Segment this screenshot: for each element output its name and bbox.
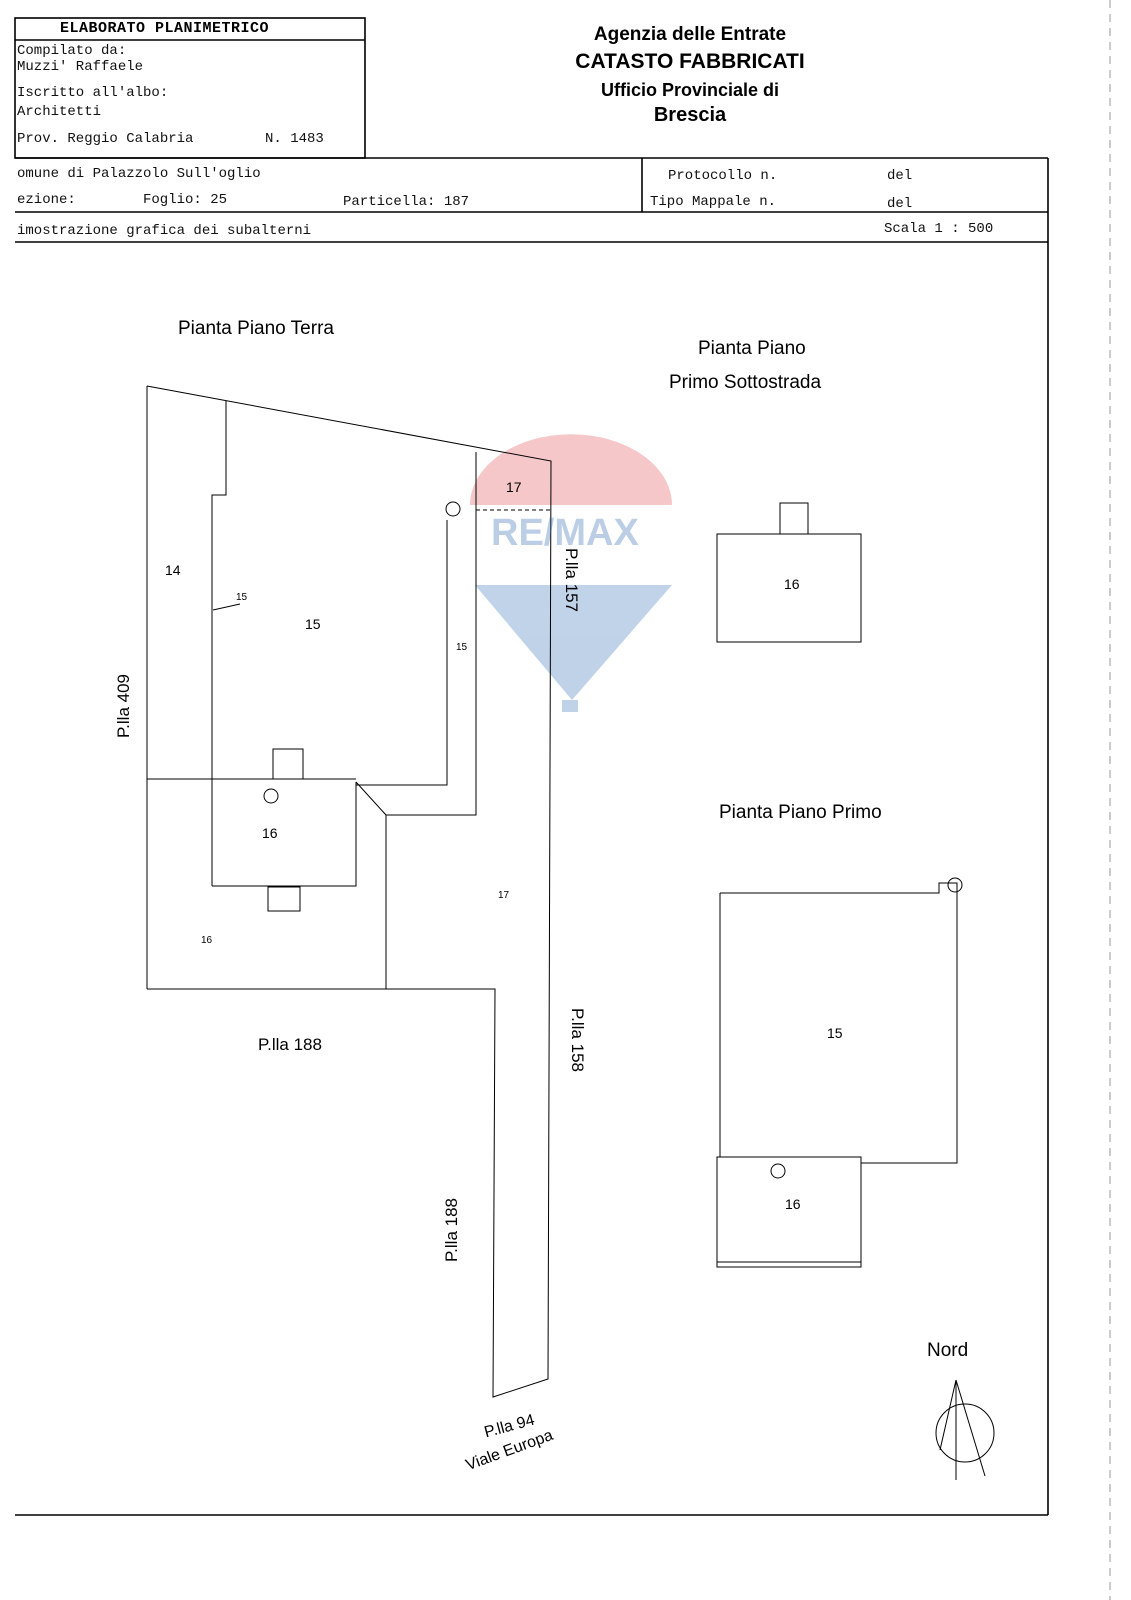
unit-15-primo: 15 bbox=[827, 1025, 843, 1041]
parcel-157: P.lla 157 bbox=[561, 548, 581, 612]
tipo-mappale-del: del bbox=[887, 196, 913, 212]
remax-watermark-text: RE/MAX bbox=[491, 512, 639, 554]
foglio: Foglio: 25 bbox=[143, 192, 228, 208]
parcel-188-vertical: P.lla 188 bbox=[441, 1198, 461, 1262]
sotto-title-2: Primo Sottostrada bbox=[669, 372, 822, 393]
agency-name: Agenzia delle Entrate bbox=[593, 24, 787, 45]
demo-label: imostrazione grafica dei subalterni bbox=[17, 223, 312, 239]
plan-primo bbox=[716, 882, 958, 1268]
compiled-by: Muzzi' Raffaele bbox=[17, 59, 144, 75]
parcel-409: P.lla 409 bbox=[113, 674, 133, 738]
parcel-158: P.lla 158 bbox=[567, 1008, 587, 1072]
comune: omune di Palazzolo Sull'oglio bbox=[17, 166, 261, 182]
registered-label: Iscritto all'albo: bbox=[17, 85, 169, 101]
unit-16-terra: 16 bbox=[262, 825, 278, 841]
province: Prov. Reggio Calabria bbox=[17, 131, 194, 147]
sotto-title-1: Pianta Piano bbox=[698, 338, 806, 359]
parcel-188-horizontal: P.lla 188 bbox=[258, 1035, 322, 1054]
unit-17-top: 17 bbox=[506, 479, 522, 495]
sezione: ezione: bbox=[17, 192, 76, 208]
plan-sottostrada bbox=[716, 502, 862, 643]
unit-15-small-right: 15 bbox=[456, 642, 468, 653]
unit-15-main: 15 bbox=[305, 616, 321, 632]
tipo-mappale: Tipo Mappale n. bbox=[650, 194, 777, 210]
protocollo: Protocollo n. bbox=[668, 168, 778, 184]
unit-15-small-left: 15 bbox=[236, 592, 248, 603]
agency-office: Ufficio Provinciale di bbox=[600, 80, 780, 100]
header-title: ELABORATO PLANIMETRICO bbox=[60, 20, 270, 37]
north-label: Nord bbox=[927, 1340, 969, 1361]
scale: Scala 1 : 500 bbox=[884, 221, 994, 237]
unit-17-small: 17 bbox=[498, 890, 510, 901]
plan-terra bbox=[146, 385, 552, 1398]
unit-16-sotto: 16 bbox=[784, 576, 800, 592]
particella: Particella: 187 bbox=[343, 194, 470, 210]
agency-city: Brescia bbox=[653, 104, 727, 126]
remax-watermark bbox=[470, 434, 672, 712]
compiled-by-label: Compilato da: bbox=[17, 43, 127, 59]
primo-title: Pianta Piano Primo bbox=[719, 802, 882, 823]
registration-number: N. 1483 bbox=[265, 131, 324, 147]
registered-value: Architetti bbox=[17, 104, 102, 120]
terra-title: Pianta Piano Terra bbox=[178, 318, 334, 339]
unit-14: 14 bbox=[165, 562, 181, 578]
unit-16-primo: 16 bbox=[785, 1196, 801, 1212]
protocollo-del: del bbox=[887, 168, 913, 184]
unit-16-small: 16 bbox=[201, 935, 213, 946]
agency-dept: CATASTO FABBRICATI bbox=[575, 50, 805, 73]
north-arrow bbox=[935, 1379, 995, 1480]
